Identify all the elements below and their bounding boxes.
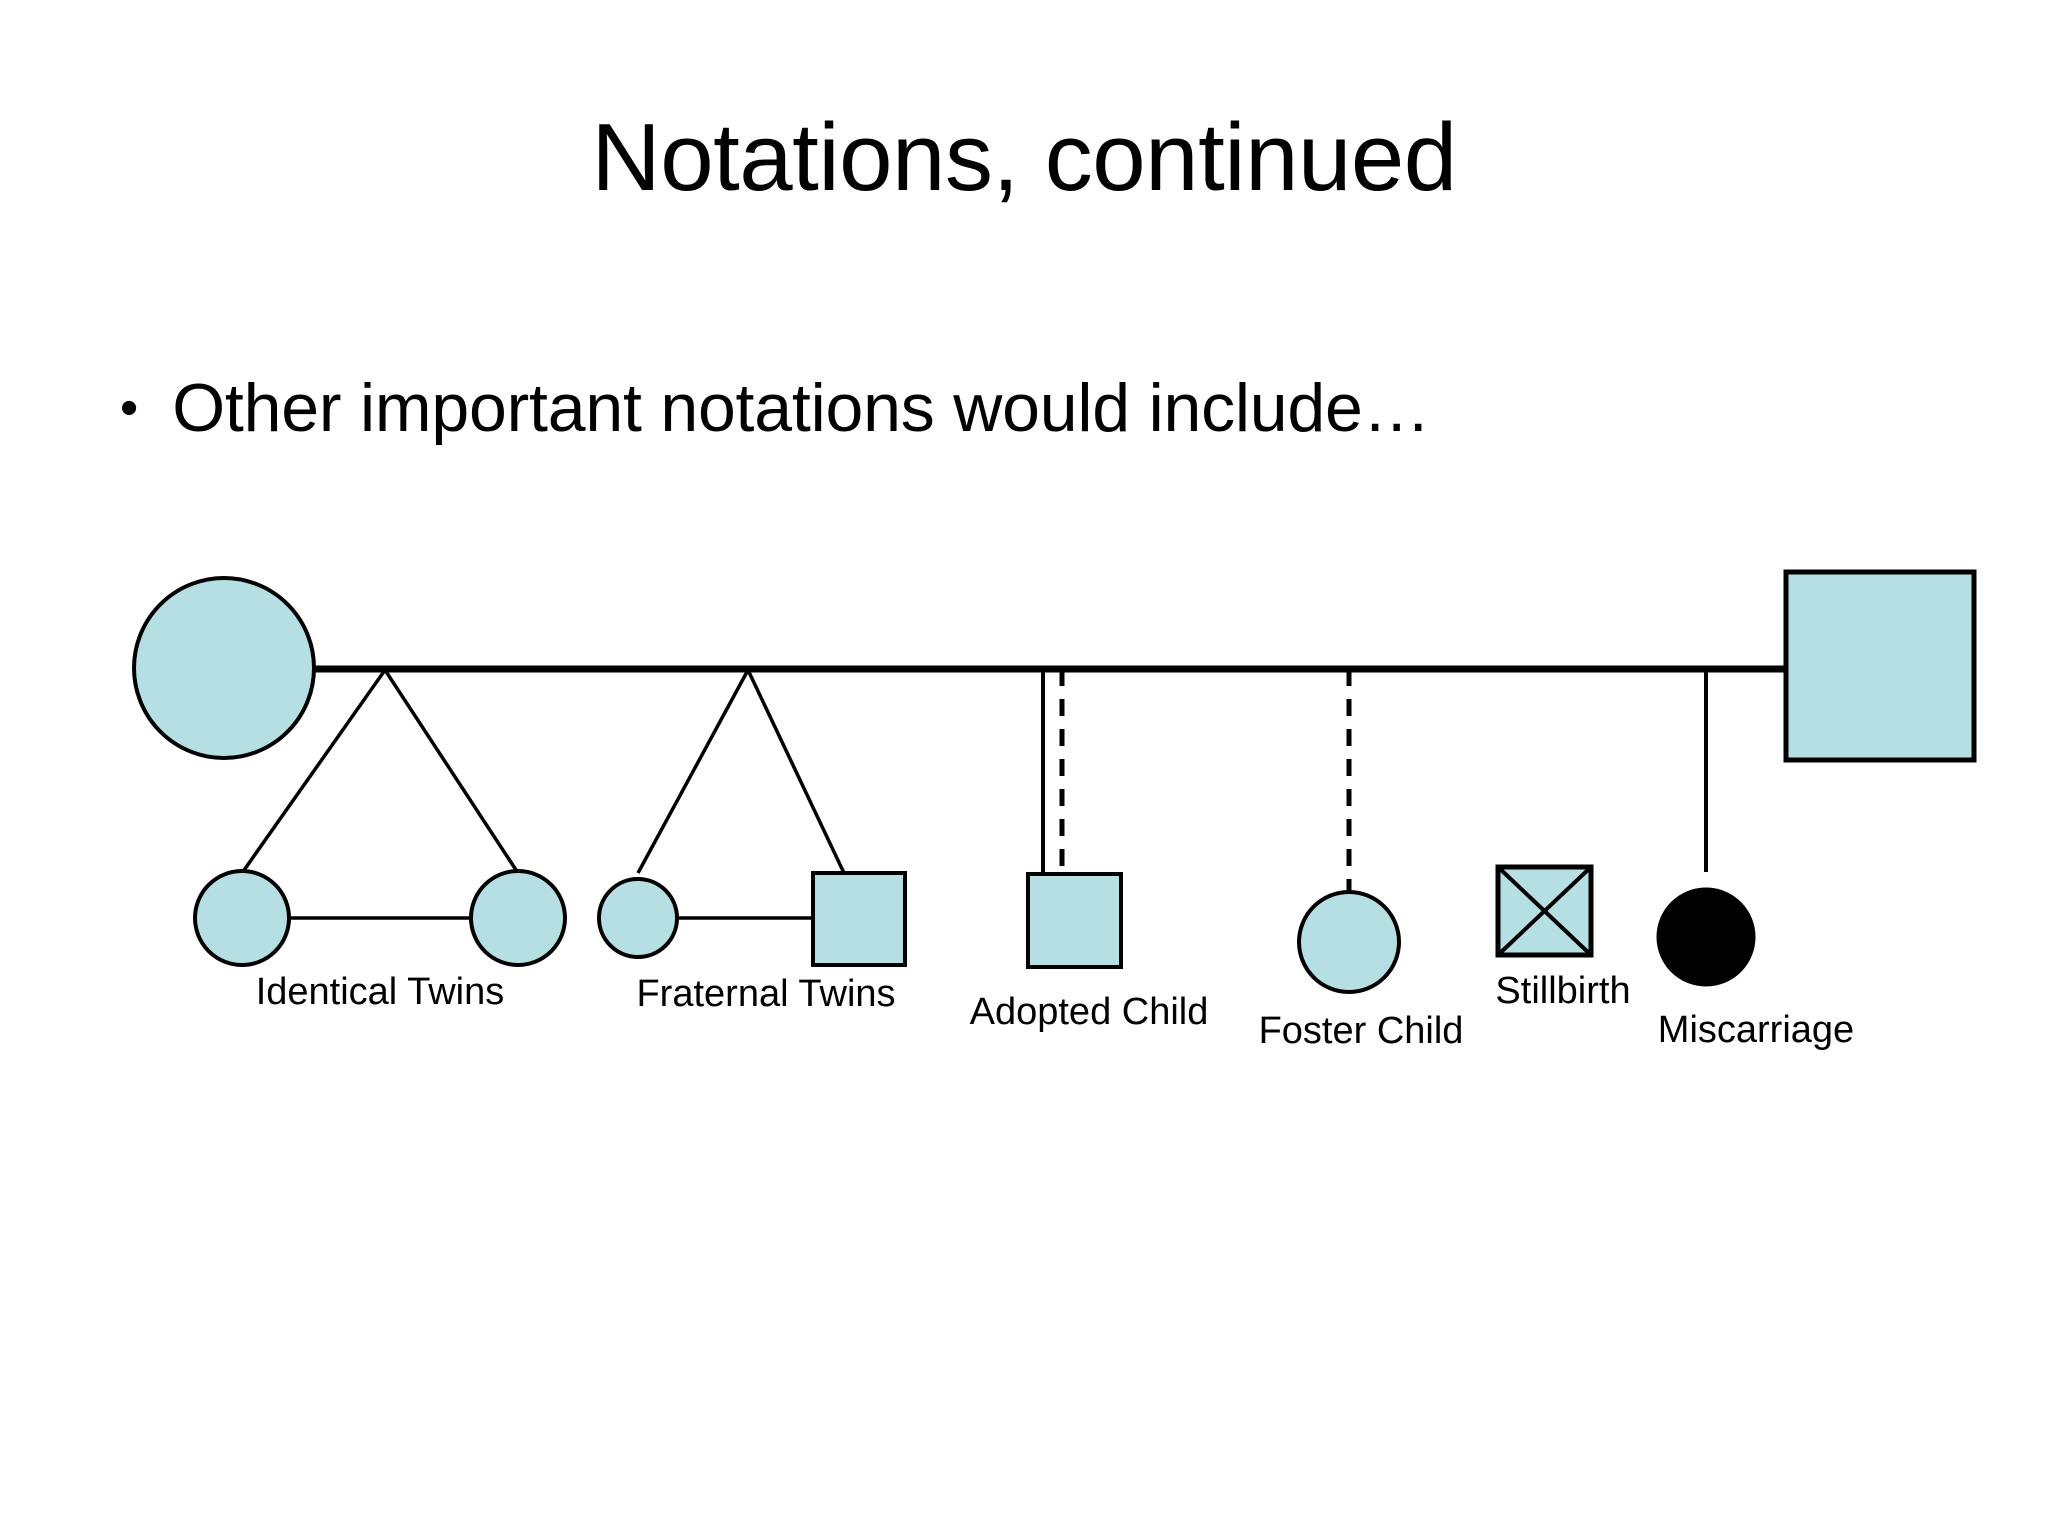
fraternal-twins-group: [597, 669, 907, 967]
identical-twins-group: [193, 668, 567, 967]
stillbirth-x-stroke-2: [1496, 865, 1593, 957]
label-miscarriage: Miscarriage: [1658, 1009, 1854, 1051]
twin-apex-left-leg: [240, 668, 387, 875]
page-title: Notations, continued: [591, 104, 1457, 211]
fraternal-apex-left-leg: [636, 669, 750, 874]
identical-twin-circle-right: [469, 869, 567, 967]
twin-apex-right-leg: [383, 669, 520, 874]
label-adopted-child: Adopted Child: [970, 991, 1209, 1033]
label-stillbirth: Stillbirth: [1495, 970, 1630, 1012]
stillbirth-group: [1495, 864, 1594, 958]
miscarriage-group: [1656, 669, 1756, 987]
mother-circle: [132, 576, 316, 760]
adopted-child-group: [1026, 669, 1123, 969]
father-square: [1783, 569, 1977, 763]
identical-twin-circle-left: [193, 869, 291, 967]
fraternal-apex-right-leg: [746, 669, 846, 874]
foster-child-circle: [1297, 890, 1401, 994]
bullet-marker-icon: •: [120, 379, 139, 437]
foster-child-group: [1297, 669, 1401, 994]
bullet-item: • Other important notations would includ…: [120, 370, 2000, 446]
label-foster-child: Foster Child: [1259, 1010, 1464, 1052]
label-identical-twins: Identical Twins: [256, 971, 505, 1013]
label-fraternal-twins: Fraternal Twins: [636, 973, 895, 1015]
adopted-child-square: [1026, 872, 1123, 969]
bullet-text: Other important notations would include…: [172, 370, 1431, 446]
fraternal-twin-circle: [597, 877, 679, 959]
fraternal-twin-square: [811, 871, 907, 967]
miscarriage-filled-circle: [1656, 887, 1756, 987]
